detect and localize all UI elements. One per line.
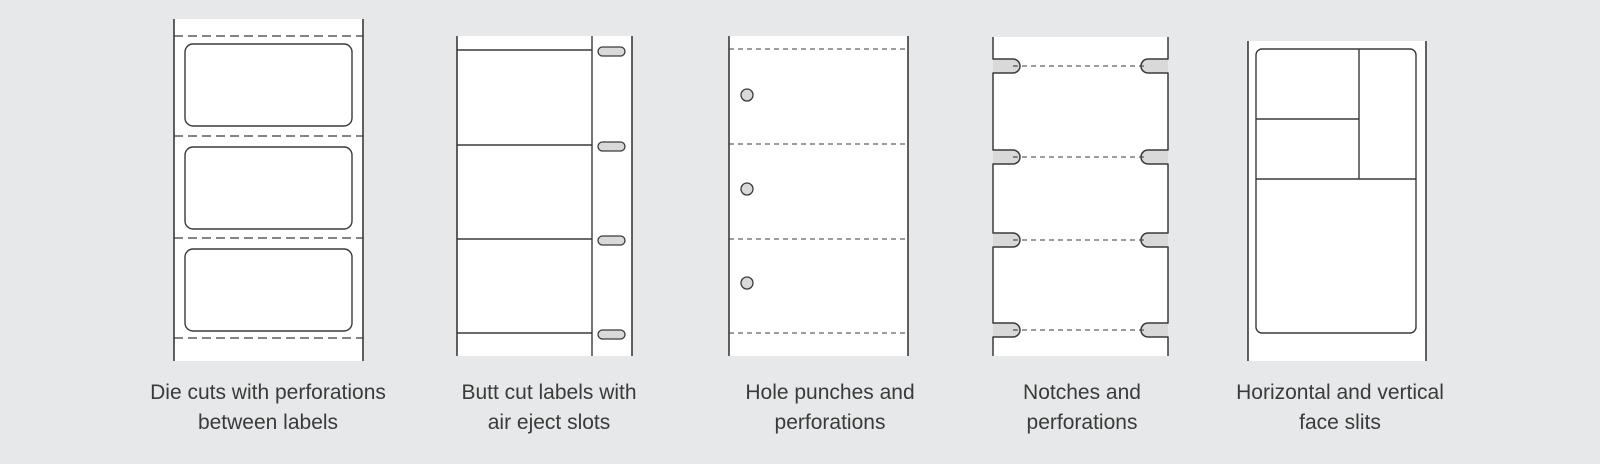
caption-die-cut-line2: between labels bbox=[197, 411, 339, 434]
face-label-outline bbox=[1255, 48, 1417, 334]
hole-punch-stock bbox=[729, 36, 908, 356]
notched-stock bbox=[993, 37, 1168, 356]
caption-notches-line1: Notches and bbox=[1023, 381, 1141, 404]
caption-notches-line2: perforations bbox=[1026, 411, 1138, 434]
caption-hole-punch-line2: perforations bbox=[774, 411, 886, 434]
notched-right-edge bbox=[1140, 37, 1169, 356]
caption-hole-punch-line1: Hole punches and bbox=[745, 381, 915, 404]
air-eject-slot bbox=[597, 235, 626, 246]
air-eject-slot bbox=[597, 329, 626, 340]
notched-left-edge bbox=[992, 37, 1021, 356]
caption-notches: Notches and perforations bbox=[975, 378, 1189, 438]
air-eject-slot bbox=[597, 46, 626, 57]
die-cut-label bbox=[184, 146, 353, 230]
air-eject-slot bbox=[597, 141, 626, 152]
caption-die-cut-line1: Die cuts with perforations bbox=[150, 381, 386, 404]
caption-face-slits-line2: face slits bbox=[1299, 411, 1381, 434]
caption-die-cut: Die cuts with perforations between label… bbox=[118, 378, 418, 438]
butt-cut-stock bbox=[457, 36, 632, 356]
caption-butt-cut: Butt cut labels with air eject slots bbox=[419, 378, 679, 438]
hole-punch bbox=[740, 182, 754, 196]
caption-face-slits: Horizontal and vertical face slits bbox=[1204, 378, 1476, 438]
hole-punch bbox=[740, 88, 754, 102]
die-cut-label bbox=[184, 248, 353, 332]
caption-face-slits-line1: Horizontal and vertical bbox=[1236, 381, 1444, 404]
hole-punch bbox=[740, 276, 754, 290]
die-cut-label bbox=[184, 43, 353, 127]
caption-hole-punch: Hole punches and perforations bbox=[698, 378, 962, 438]
caption-butt-cut-line1: Butt cut labels with bbox=[461, 381, 637, 404]
caption-butt-cut-line2: air eject slots bbox=[487, 411, 611, 434]
